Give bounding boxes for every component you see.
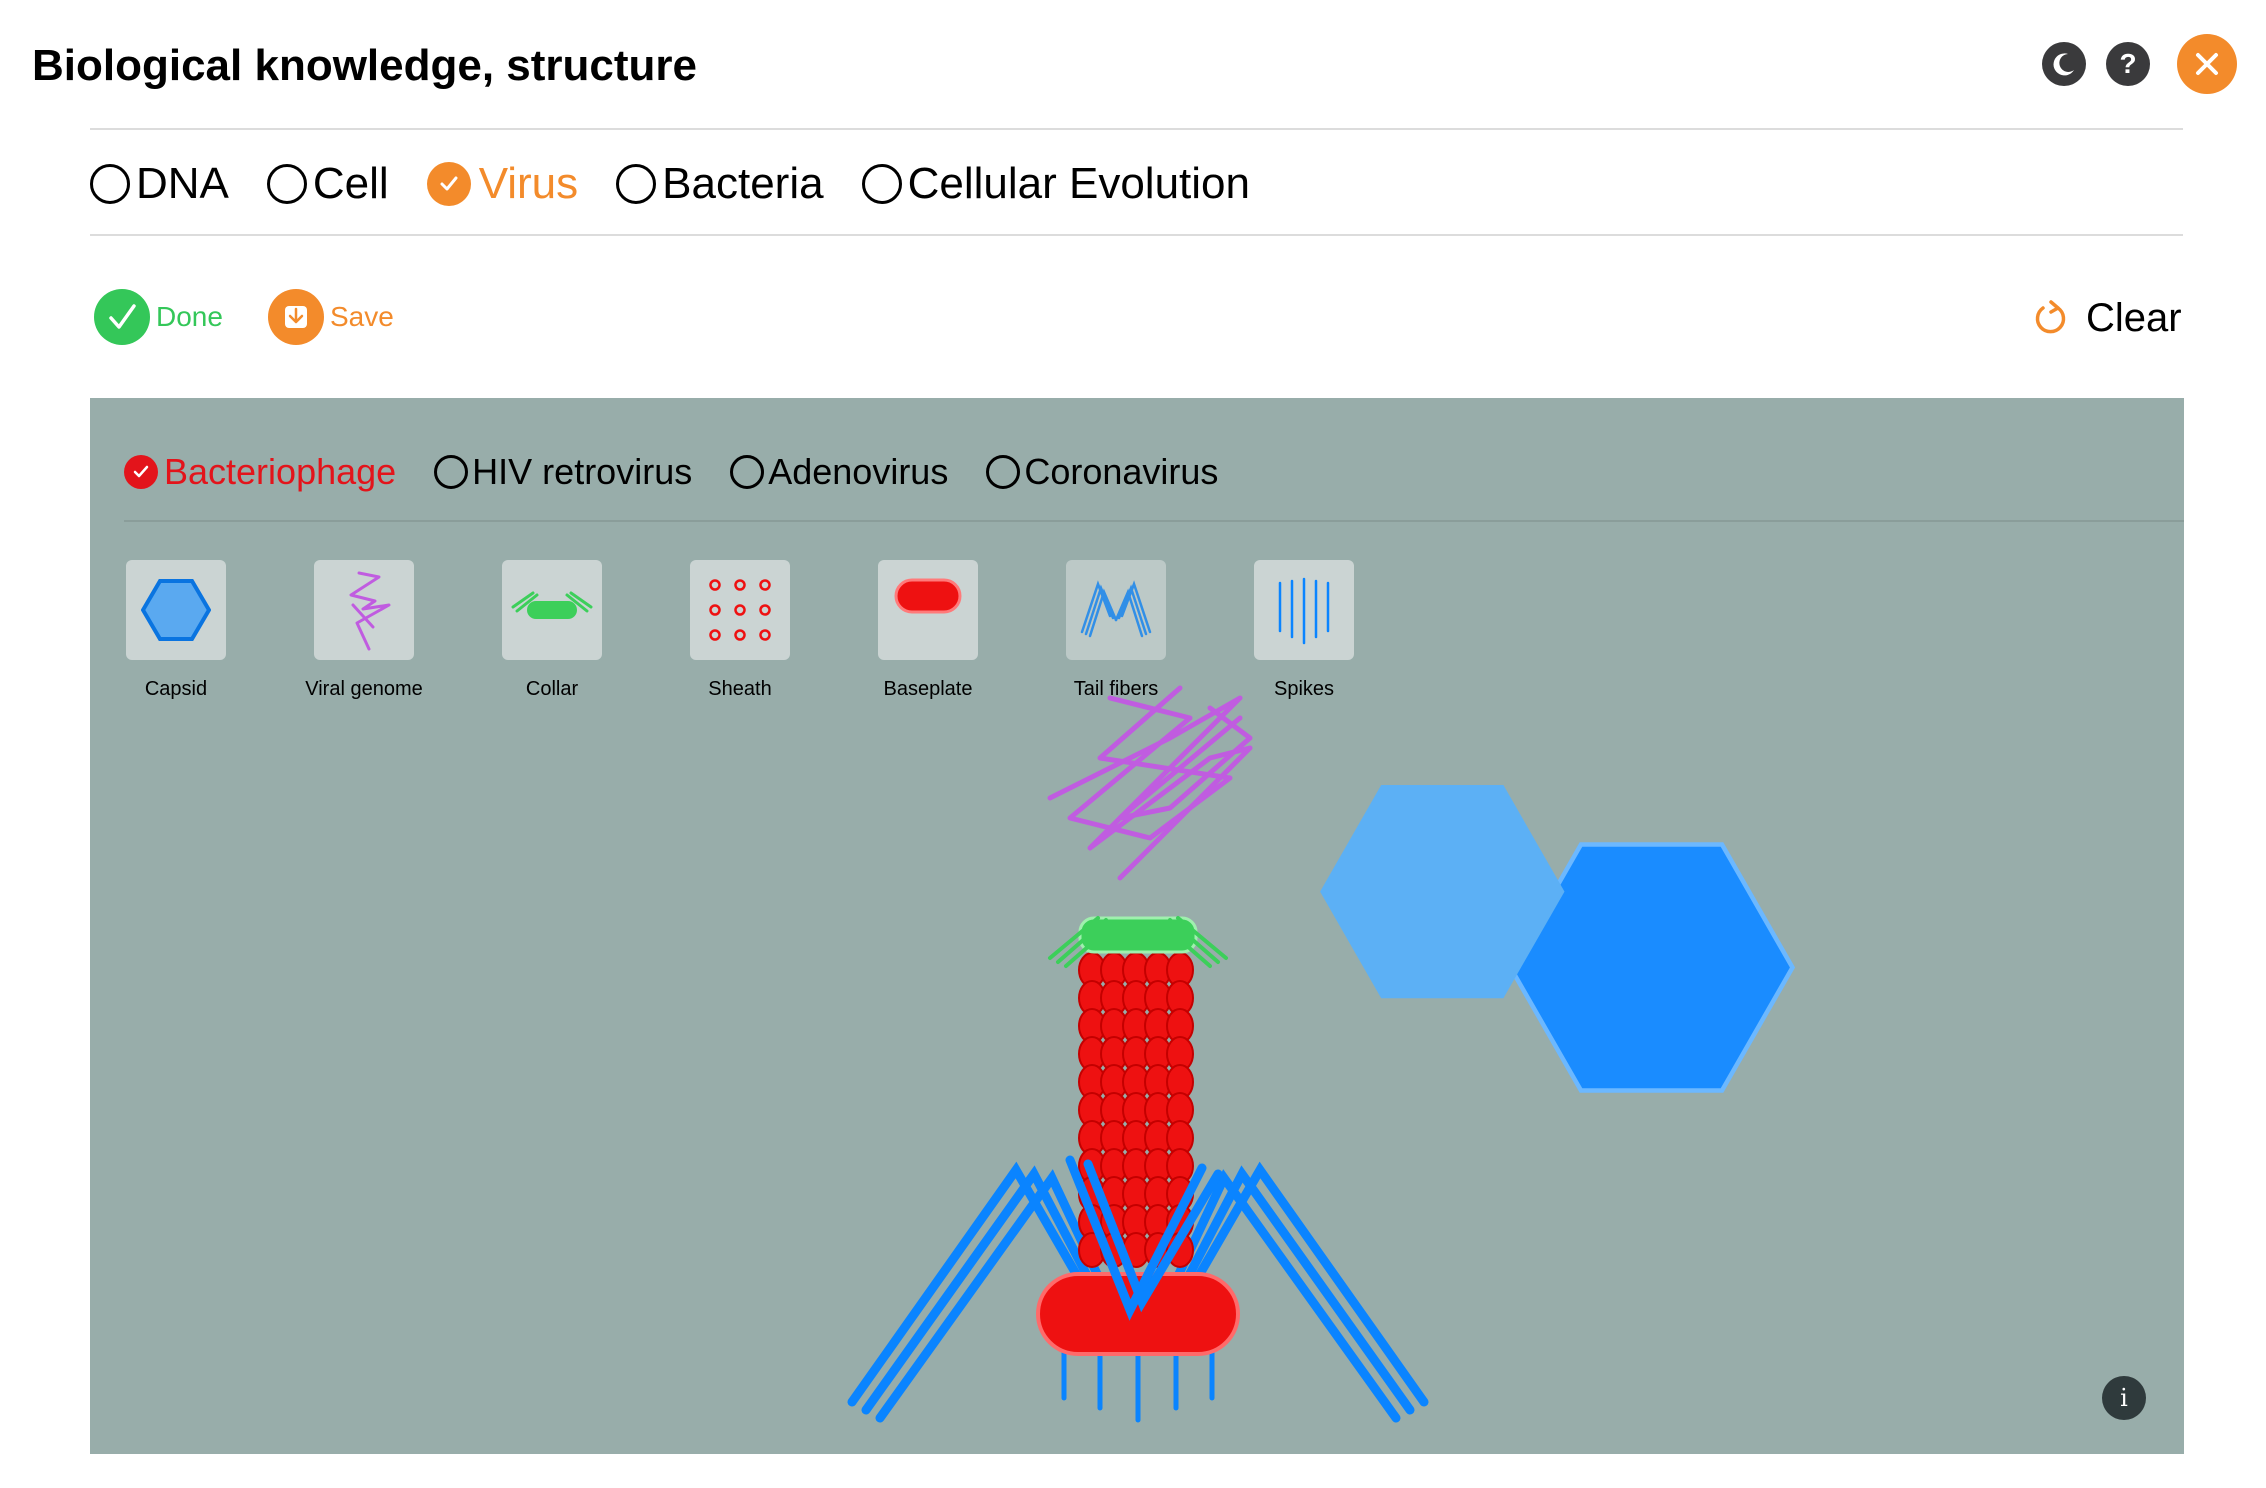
- help-icon: ?: [2119, 48, 2137, 79]
- central-fibers-model: [1065, 1155, 1223, 1321]
- virus-type-tabs: Bacteriophage HIV retrovirus Adenovirus …: [124, 444, 1256, 500]
- bacteriophage-model: [847, 685, 1796, 1423]
- radio-unchecked-icon: [434, 455, 469, 489]
- part-spikes[interactable]: Spikes: [1224, 560, 1384, 701]
- part-tile: [126, 560, 226, 660]
- tab-label: Adenovirus: [768, 451, 949, 492]
- tab-label: Cell: [312, 159, 389, 208]
- part-label: Spikes: [1273, 678, 1335, 700]
- viral-genome-model: [1047, 685, 1253, 881]
- tab-label: Cellular Evolution: [907, 159, 1250, 208]
- baseplate-icon: [894, 578, 962, 614]
- info-button[interactable]: i: [2102, 1376, 2146, 1420]
- tab-label: Coronavirus: [1024, 451, 1219, 492]
- header-divider: [90, 128, 2183, 130]
- save-label: Save: [330, 301, 394, 332]
- part-viral-genome[interactable]: Viral genome: [284, 560, 444, 701]
- part-tile: [1066, 560, 1166, 660]
- radio-unchecked-icon: [266, 164, 307, 204]
- part-baseplate[interactable]: Baseplate: [848, 560, 1008, 701]
- download-icon: [268, 289, 324, 345]
- radio-checked-icon: [426, 162, 471, 206]
- clear-label: Clear: [2086, 295, 2182, 340]
- tab-adenovirus[interactable]: Adenovirus: [730, 451, 948, 493]
- spikes-model: [1061, 1347, 1215, 1423]
- part-tile: [690, 560, 790, 660]
- radio-unchecked-icon: [730, 455, 765, 489]
- info-icon: i: [2120, 1384, 2128, 1412]
- part-label: Sheath: [708, 678, 772, 700]
- close-button[interactable]: [2177, 34, 2237, 94]
- done-button[interactable]: Done: [94, 288, 223, 346]
- collar-model: [1048, 916, 1228, 968]
- save-button[interactable]: Save: [268, 288, 394, 346]
- radio-unchecked-icon: [861, 164, 902, 204]
- tab-label: Virus: [478, 159, 579, 208]
- tab-virus[interactable]: Virus: [426, 158, 579, 210]
- part-tile: [878, 560, 978, 660]
- dots-grid-icon: [709, 579, 771, 641]
- hexagon-icon: [141, 579, 211, 641]
- moon-icon: [2053, 53, 2074, 76]
- radio-unchecked-icon: [90, 164, 130, 204]
- part-tail-fibers[interactable]: Tail fibers: [1036, 560, 1196, 701]
- tab-label: Bacteria: [662, 159, 824, 208]
- tab-label: DNA: [136, 159, 229, 208]
- part-tile: [502, 560, 602, 660]
- dark-mode-button[interactable]: [2042, 42, 2086, 86]
- part-collar[interactable]: Collar: [472, 560, 632, 701]
- workspace-panel: Bacteriophage HIV retrovirus Adenovirus …: [90, 398, 2184, 1454]
- part-capsid[interactable]: Capsid: [96, 560, 256, 701]
- part-label: Viral genome: [305, 678, 423, 700]
- tab-cell[interactable]: Cell: [266, 158, 389, 210]
- radio-unchecked-icon: [616, 164, 657, 204]
- done-label: Done: [156, 301, 223, 332]
- collar-icon: [511, 591, 593, 619]
- baseplate-model: [1036, 1272, 1240, 1356]
- close-icon: [2196, 53, 2218, 75]
- tab-coronavirus[interactable]: Coronavirus: [986, 451, 1218, 493]
- tab-label: HIV retrovirus: [472, 451, 693, 492]
- tab-bacteria[interactable]: Bacteria: [616, 158, 824, 210]
- genome-squiggle-icon: [349, 571, 391, 651]
- tab-label: Bacteriophage: [164, 451, 397, 492]
- spikes-icon: [1278, 577, 1330, 645]
- radio-checked-icon: [124, 455, 158, 489]
- part-tile: [1254, 560, 1354, 660]
- part-tile: [314, 560, 414, 660]
- part-label: Baseplate: [883, 678, 973, 700]
- part-label: Capsid: [144, 678, 208, 700]
- topic-tabs: DNA Cell Virus Bacteria Cellular Evoluti…: [90, 150, 1288, 218]
- help-button[interactable]: ?: [2106, 42, 2150, 86]
- tab-dna[interactable]: DNA: [90, 158, 229, 210]
- radio-unchecked-icon: [986, 455, 1021, 489]
- tab-bacteriophage[interactable]: Bacteriophage: [124, 451, 396, 493]
- page-title: Biological knowledge, structure: [32, 41, 698, 90]
- clear-button[interactable]: Clear: [2030, 290, 2182, 346]
- tab-hiv-retrovirus[interactable]: HIV retrovirus: [434, 451, 692, 493]
- part-label: Collar: [525, 678, 579, 700]
- tabs-divider: [90, 234, 2183, 236]
- panel-divider: [124, 520, 2184, 522]
- part-sheath[interactable]: Sheath: [660, 560, 820, 701]
- capsid-model: [1320, 785, 1796, 1093]
- part-label: Tail fibers: [1073, 678, 1159, 700]
- checkmark-icon: [94, 289, 150, 345]
- refresh-icon: [2035, 300, 2066, 334]
- tail-fibers-icon: [1080, 580, 1152, 638]
- tab-cellular-evolution[interactable]: Cellular Evolution: [861, 158, 1250, 210]
